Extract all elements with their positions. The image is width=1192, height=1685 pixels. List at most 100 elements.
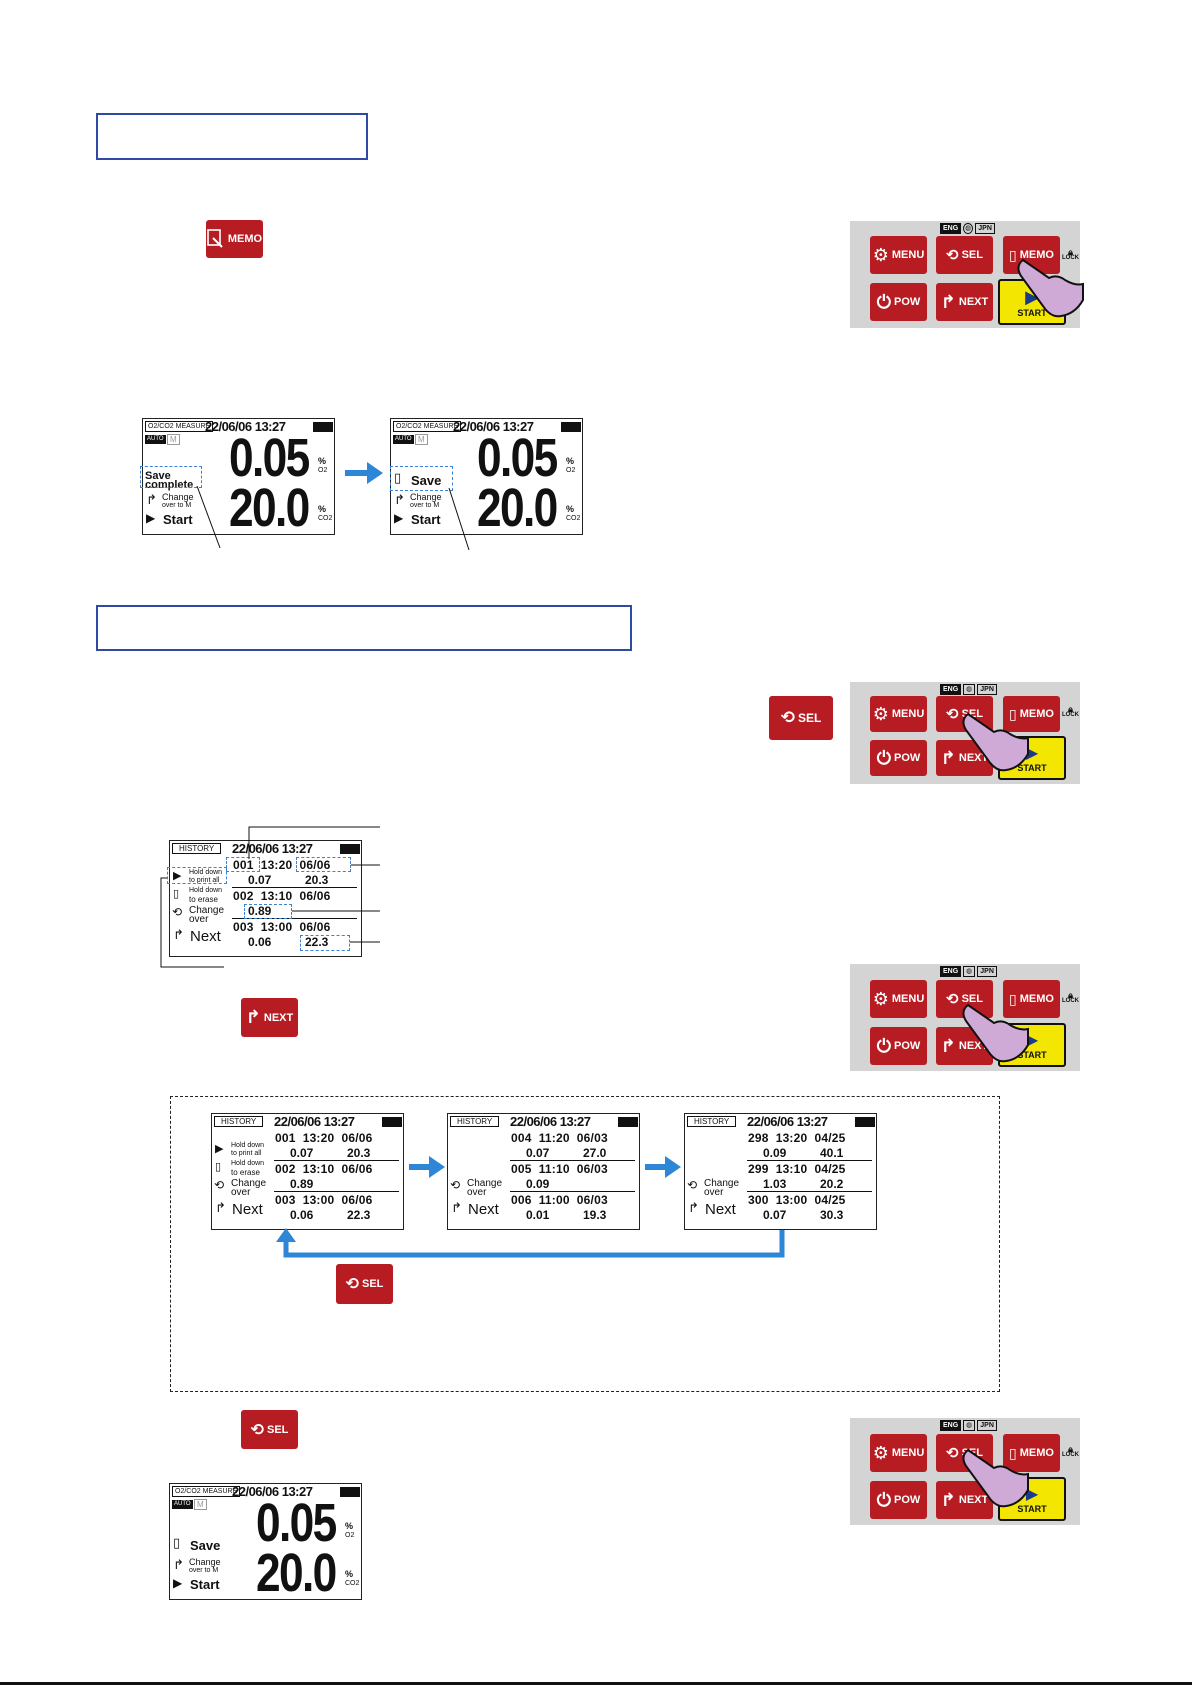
next-key[interactable]: ↱NEXT bbox=[936, 283, 993, 321]
hold-erase-line2: to erase bbox=[189, 895, 218, 904]
pow-key[interactable]: ⏻POW bbox=[870, 283, 927, 321]
record-co2: 20.3 bbox=[305, 873, 329, 887]
sel-icon: ⟲ bbox=[687, 1178, 698, 1192]
memo-key[interactable]: ▯MEMO bbox=[1003, 1434, 1060, 1472]
sel-label: SEL bbox=[797, 711, 822, 725]
memo-icon: ▯ bbox=[215, 1161, 222, 1173]
lcd-history-page-3: HISTORY 22/06/06 13:27 ⟲ Change over ↱ N… bbox=[684, 1113, 877, 1230]
menu-key[interactable]: ⚙MENU bbox=[870, 980, 927, 1018]
m-badge: M bbox=[415, 434, 428, 445]
pointing-hand-icon bbox=[962, 1003, 1029, 1063]
lock-label: LOCK bbox=[1062, 255, 1079, 261]
lang-indicator: ENG◍JPN bbox=[940, 966, 997, 977]
power-icon: ⏻ bbox=[876, 291, 891, 312]
power-icon: ⏻ bbox=[876, 1035, 891, 1056]
lcd-datetime: 22/06/06 13:27 bbox=[453, 419, 534, 434]
o2-value: 0.05 bbox=[256, 1493, 337, 1553]
globe-icon: ◍ bbox=[963, 1420, 976, 1431]
lang-jpn: JPN bbox=[975, 223, 995, 234]
pointing-hand-icon bbox=[1017, 258, 1084, 318]
next-arrow-icon: ↱ bbox=[940, 747, 956, 768]
sel-key[interactable]: ⟲SEL bbox=[936, 236, 993, 274]
next-label: NEXT bbox=[263, 1011, 294, 1024]
sel-key[interactable]: ⟲SEL bbox=[936, 980, 993, 1018]
next-label: Next bbox=[705, 1201, 736, 1218]
pow-key[interactable]: ⏻POW bbox=[870, 740, 927, 776]
sel-key-inline: ⟲ SEL bbox=[769, 696, 833, 740]
change-over-line1: Change bbox=[231, 1178, 267, 1189]
next-label: NEXT bbox=[958, 296, 989, 308]
next-label: Next bbox=[190, 928, 221, 945]
save-complete-line2: complete bbox=[145, 479, 194, 491]
lock-indicator: 🔒︎LOCK bbox=[1062, 705, 1079, 719]
loop-back-arrow bbox=[276, 1228, 785, 1258]
lcd-datetime: 22/06/06 13:27 bbox=[510, 1114, 591, 1129]
next-arrow-icon: ↱ bbox=[940, 291, 956, 312]
record-line: 299 13:10 04/25 bbox=[748, 1162, 846, 1176]
memo-icon: ▯ bbox=[173, 1535, 181, 1550]
lock-label: LOCK bbox=[1062, 1452, 1079, 1458]
section-2-heading-box bbox=[96, 605, 632, 651]
record-divider bbox=[510, 1160, 635, 1161]
record-divider bbox=[274, 1191, 399, 1192]
sel-icon: ⟲ bbox=[946, 991, 959, 1008]
memo-key[interactable]: ▯MEMO bbox=[1003, 696, 1060, 732]
memo-key[interactable]: ▯MEMO bbox=[1003, 980, 1060, 1018]
record-line: 001 13:20 06/06 bbox=[275, 1131, 373, 1145]
sel-label: SEL bbox=[961, 993, 983, 1005]
lcd-header: O2/CO2 MEASURE bbox=[172, 1486, 241, 1497]
pow-label: POW bbox=[893, 1494, 921, 1506]
hold-erase-line1: Hold down bbox=[189, 887, 223, 894]
menu-key[interactable]: ⚙MENU bbox=[870, 1434, 927, 1472]
next-label: NEXT bbox=[958, 1040, 989, 1052]
memo-icon: ▯ bbox=[1009, 990, 1017, 1007]
power-icon: ⏻ bbox=[876, 747, 891, 768]
lang-eng: ENG bbox=[940, 684, 962, 695]
start-label: START bbox=[1017, 1504, 1047, 1514]
play-icon: ▶ bbox=[146, 511, 156, 525]
record-o2: 0.07 bbox=[763, 1208, 787, 1222]
power-icon: ⏻ bbox=[876, 1489, 891, 1510]
record-o2: 1.03 bbox=[763, 1177, 787, 1191]
start-label: START bbox=[1017, 763, 1047, 773]
leader-line bbox=[196, 486, 221, 549]
lcd-save: O2/CO2 MEASURE 22/06/06 13:27 AUTO M 0.0… bbox=[390, 418, 583, 535]
start-label: START bbox=[1017, 1050, 1047, 1060]
record-co2: 19.3 bbox=[583, 1208, 607, 1222]
page-bottom-rule bbox=[0, 1682, 1192, 1685]
auto-badge: AUTO bbox=[172, 1500, 193, 1509]
sel-icon: ⟲ bbox=[345, 1276, 359, 1293]
battery-icon bbox=[618, 1117, 638, 1127]
sel-label: SEL bbox=[362, 1278, 384, 1290]
callout-number bbox=[226, 857, 260, 872]
hold-print-line2: to print all bbox=[189, 877, 220, 884]
change-over-line1: Change bbox=[189, 905, 225, 916]
change-over-line1: Change bbox=[467, 1178, 503, 1189]
lcd-header: O2/CO2 MEASURE bbox=[393, 421, 462, 432]
memo-label: MEMO bbox=[1019, 1447, 1054, 1459]
lcd-datetime: 22/06/06 13:27 bbox=[232, 841, 313, 856]
next-arrow-icon: ↱ bbox=[451, 1200, 462, 1215]
menu-key[interactable]: ⚙MENU bbox=[870, 236, 927, 274]
memo-icon: ▯ bbox=[1009, 246, 1017, 263]
record-co2: 20.3 bbox=[347, 1146, 371, 1160]
pow-key[interactable]: ⏻POW bbox=[870, 1481, 927, 1519]
auto-badge: AUTO bbox=[145, 435, 166, 444]
record-o2: 0.89 bbox=[248, 904, 272, 918]
next-arrow-icon: ↱ bbox=[940, 1035, 956, 1056]
record-co2: 22.3 bbox=[305, 935, 329, 949]
record-line: 003 13:00 06/06 bbox=[275, 1193, 373, 1207]
lcd-datetime: 22/06/06 13:27 bbox=[205, 419, 286, 434]
next-arrow-icon: ↱ bbox=[940, 1489, 956, 1510]
record-divider bbox=[747, 1160, 872, 1161]
lang-jpn: JPN bbox=[977, 684, 997, 695]
o2-unit: % bbox=[566, 456, 575, 466]
callout-co2 bbox=[300, 935, 350, 951]
menu-key[interactable]: ⚙MENU bbox=[870, 696, 927, 732]
pow-key[interactable]: ⏻POW bbox=[870, 1027, 927, 1065]
arrow-right-icon bbox=[345, 462, 383, 484]
play-icon: ▶ bbox=[173, 1576, 183, 1590]
hold-print-line2: to print all bbox=[231, 1150, 262, 1157]
menu-label: MENU bbox=[891, 249, 925, 261]
record-o2: 0.06 bbox=[248, 935, 272, 949]
